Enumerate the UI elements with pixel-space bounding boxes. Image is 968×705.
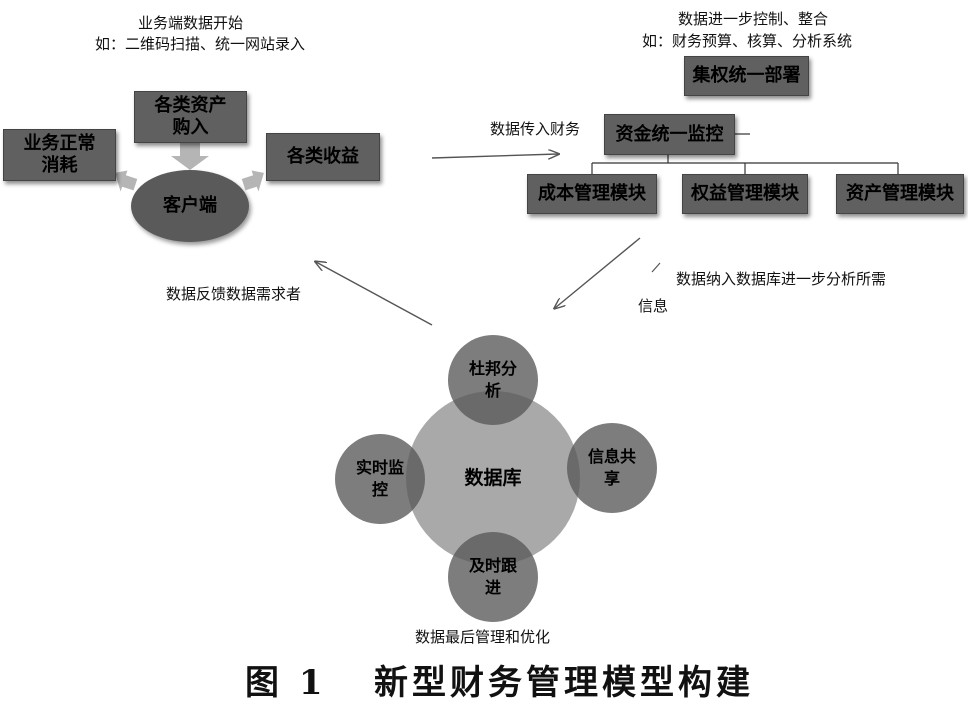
client-node: 客户端	[131, 170, 249, 242]
tick-mark	[651, 262, 661, 273]
into-db-label-line2: 信息	[638, 297, 669, 315]
control-example: 如：财务预算、核算、分析系统	[642, 32, 853, 50]
fund-control-box: 资金统一监控	[604, 114, 735, 155]
arrow-to-database	[555, 237, 641, 308]
start-example: 如：二维码扫描、统一网站录入	[95, 35, 306, 53]
module-asset-box: 资产管理模块	[836, 174, 964, 214]
central-deployment-box: 集权统一部署	[684, 56, 809, 96]
module-equity-box: 权益管理模块	[682, 174, 808, 214]
income-box: 各类收益	[266, 133, 380, 181]
purchase-box: 各类资产 购入	[134, 91, 247, 143]
timely-followup-node: 及时跟 进	[448, 532, 538, 622]
realtime-monitor-node: 实时监 控	[335, 434, 425, 524]
dupont-analysis-node: 杜邦分 析	[448, 335, 538, 425]
arrow-to-finance	[431, 154, 558, 158]
figure-caption: 图 1 新型财务管理模型构建	[245, 663, 755, 703]
final-label: 数据最后管理和优化	[415, 628, 551, 646]
feedback-label: 数据反馈数据需求者	[166, 285, 302, 303]
consumption-box: 业务正常 消耗	[3, 129, 116, 181]
block-arrow-consumption	[115, 170, 138, 192]
info-sharing-node: 信息共 享	[567, 423, 657, 513]
control-title: 数据进一步控制、整合	[678, 10, 829, 28]
start-title: 业务端数据开始	[138, 14, 244, 32]
block-arrow-income	[241, 170, 264, 192]
module-cost-box: 成本管理模块	[527, 174, 657, 214]
arrow-feedback	[316, 262, 433, 326]
transfer-label: 数据传入财务	[490, 120, 581, 138]
into-db-label-line1: 数据纳入数据库进一步分析所需	[676, 270, 887, 288]
block-arrow-purchase	[171, 143, 209, 170]
